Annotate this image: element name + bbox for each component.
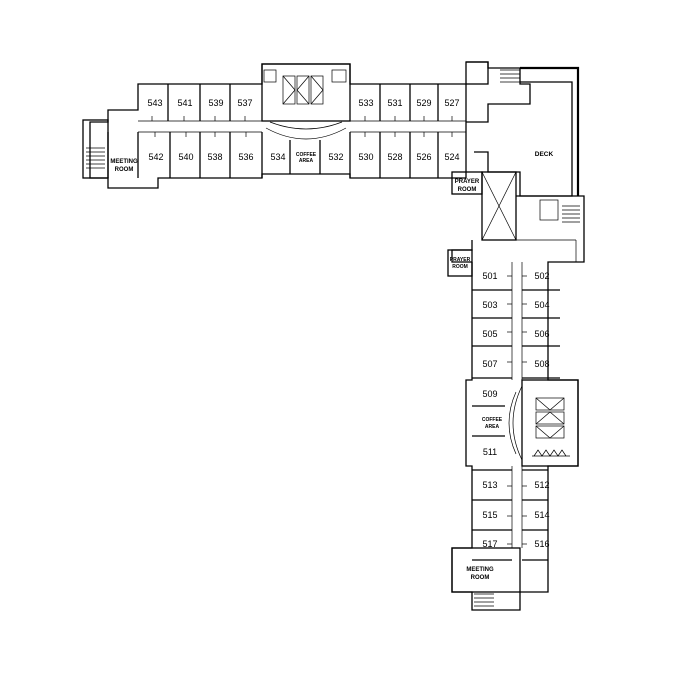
room-508: 508 — [534, 359, 549, 369]
room-541: 541 — [177, 98, 192, 108]
prayer-room-south-label: PRAYER — [450, 257, 471, 263]
room-502: 502 — [534, 271, 549, 281]
coffee-area-north-label: COFFEE — [296, 152, 317, 158]
meeting-room-south-label: MEETING — [466, 567, 494, 573]
deck-outline — [520, 66, 580, 196]
room-529: 529 — [416, 98, 431, 108]
room-530: 530 — [358, 152, 373, 162]
coffee-area-north-label-2: AREA — [299, 158, 314, 164]
room-543: 543 — [147, 98, 162, 108]
north-core — [261, 63, 351, 122]
room-511: 511 — [483, 447, 497, 457]
room-513: 513 — [482, 480, 497, 490]
room-numbers: 543 541 539 537 533 531 529 527 542 540 … — [147, 98, 549, 549]
room-515: 515 — [482, 510, 497, 520]
room-509: 509 — [482, 389, 497, 399]
space-labels: MEETING ROOM COFFEE AREA DECK PRAYER ROO… — [110, 151, 553, 581]
junction — [451, 61, 585, 263]
room-536: 536 — [238, 152, 253, 162]
room-532: 532 — [328, 152, 343, 162]
west-stair-block — [82, 119, 109, 179]
prayer-room-south-label-2: ROOM — [452, 264, 468, 270]
room-539: 539 — [208, 98, 223, 108]
room-524: 524 — [444, 152, 459, 162]
room-527: 527 — [444, 98, 459, 108]
room-506: 506 — [534, 329, 549, 339]
room-505: 505 — [482, 329, 497, 339]
room-517: 517 — [482, 539, 497, 549]
room-526: 526 — [416, 152, 431, 162]
coffee-area-east-label: COFFEE — [482, 417, 503, 423]
room-503: 503 — [482, 300, 497, 310]
east-core — [521, 379, 579, 467]
meeting-room-west-label: MEETING — [110, 159, 138, 165]
room-531: 531 — [387, 98, 402, 108]
room-501: 501 — [482, 271, 497, 281]
north-wing — [82, 63, 467, 189]
east-wing — [447, 240, 579, 611]
deck-label: DECK — [535, 151, 554, 158]
elevator-shaft — [481, 171, 517, 241]
room-538: 538 — [207, 152, 222, 162]
room-528: 528 — [387, 152, 402, 162]
room-534: 534 — [270, 152, 285, 162]
coffee-area-east-label-2: AREA — [485, 424, 500, 430]
meeting-room-west-label-2: ROOM — [115, 167, 134, 173]
room-512: 512 — [534, 480, 549, 490]
room-533: 533 — [358, 98, 373, 108]
prayer-room-north-label-2: ROOM — [458, 187, 477, 193]
room-537: 537 — [237, 98, 252, 108]
room-507: 507 — [482, 359, 497, 369]
room-516: 516 — [534, 539, 549, 549]
room-504: 504 — [534, 300, 549, 310]
meeting-room-south-label-2: ROOM — [471, 575, 490, 581]
room-514: 514 — [534, 510, 549, 520]
room-540: 540 — [178, 152, 193, 162]
prayer-room-north-label: PRAYER — [455, 179, 480, 185]
room-542: 542 — [148, 152, 163, 162]
south-prayer-room — [447, 249, 473, 277]
